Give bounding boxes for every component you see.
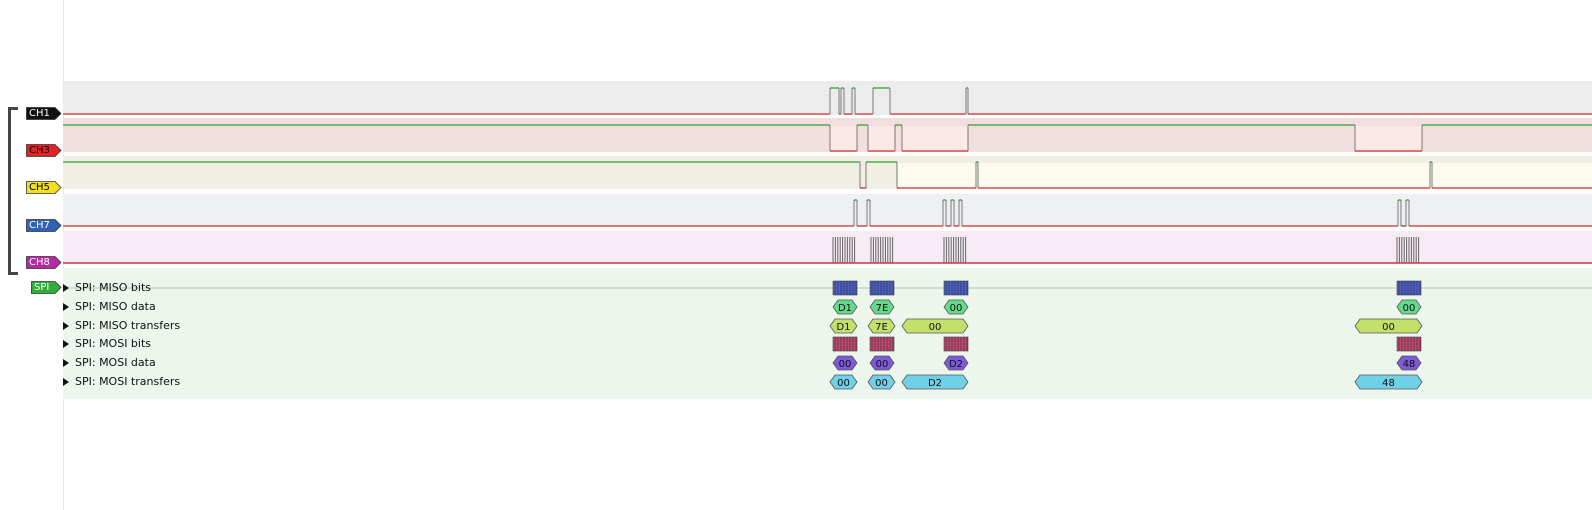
channel-tag-shape — [26, 107, 62, 120]
spi-annotation-text: 7E — [875, 322, 888, 333]
ch8-lane-background — [63, 231, 1592, 264]
channel-tag-shape — [26, 144, 62, 157]
spi-data-annotation[interactable] — [943, 299, 969, 315]
spi-annotation-text: 48 — [1403, 359, 1416, 370]
spi-bit-group[interactable] — [869, 280, 895, 296]
channel-tag-ch3[interactable]: CH3 — [26, 144, 64, 157]
channel-tag-ch8[interactable]: CH8 — [26, 256, 64, 269]
spi-bit-group[interactable] — [1396, 280, 1422, 296]
expand-triangle-icon[interactable] — [63, 322, 69, 330]
spi-transfer-annotation[interactable] — [867, 318, 896, 334]
spi-annotation-text: 00 — [1382, 322, 1395, 333]
spi-annotation-text: 00 — [929, 322, 942, 333]
spi-transfer-annotation[interactable] — [901, 374, 969, 390]
spi-data-annotation[interactable] — [832, 355, 858, 371]
channel-tag-label: CH3 — [29, 145, 50, 156]
spi-data-annotation[interactable] — [869, 299, 895, 315]
decoder-row[interactable]: SPI: MOSI transfers — [63, 373, 223, 391]
decoder-row-label: SPI: MOSI data — [75, 356, 156, 369]
spi-annotation-text: 00 — [875, 378, 888, 389]
spi-annotation-text: 00 — [837, 378, 850, 389]
expand-triangle-icon[interactable] — [63, 284, 69, 292]
expand-triangle-icon[interactable] — [63, 340, 69, 348]
spi-annotation-text: 00 — [950, 303, 963, 314]
spi-data-annotation[interactable] — [1396, 299, 1422, 315]
decoder-row-label: SPI: MISO transfers — [75, 319, 181, 332]
spi-transfer-annotation[interactable] — [829, 318, 858, 334]
channel-tag-label: CH1 — [29, 108, 50, 119]
spi-annotation-text: D2 — [949, 359, 963, 370]
spi-transfer-annotation[interactable] — [901, 318, 969, 334]
expand-triangle-icon[interactable] — [63, 303, 69, 311]
spi-annotation-text: D2 — [928, 378, 942, 389]
spi-bit-group[interactable] — [869, 336, 895, 352]
spi-transfer-annotation[interactable] — [867, 374, 896, 390]
decoder-row-label: SPI: MISO data — [75, 300, 156, 313]
spi-bit-group[interactable] — [943, 280, 969, 296]
ch3-active-region — [1355, 126, 1422, 151]
decoder-row[interactable]: SPI: MISO transfers — [63, 317, 223, 335]
decoder-row[interactable]: SPI: MOSI data — [63, 354, 223, 372]
spi-bit-group[interactable] — [832, 336, 858, 352]
decoder-row-label: SPI: MISO bits — [75, 281, 152, 294]
spi-bit-group[interactable] — [832, 280, 858, 296]
channel-group-bracket[interactable] — [8, 107, 18, 275]
spi-transfer-annotation[interactable] — [1354, 318, 1423, 334]
ch5-active-region — [897, 163, 1592, 188]
channel-tag-shape — [26, 219, 62, 232]
spi-data-annotation[interactable] — [869, 355, 895, 371]
decoder-tag-spi[interactable]: SPI — [31, 281, 64, 294]
spi-annotation-text: 00 — [839, 359, 852, 370]
channel-tag-label: CH7 — [29, 220, 50, 231]
spi-bit-group[interactable] — [943, 336, 969, 352]
spi-data-annotation[interactable] — [943, 355, 969, 371]
expand-triangle-icon[interactable] — [63, 378, 69, 386]
decoder-tag-shape — [31, 281, 62, 294]
decoder-row-label: SPI: MOSI bits — [75, 337, 152, 350]
spi-annotation-text: D1 — [836, 322, 850, 333]
ch3-active-region — [902, 126, 968, 151]
channel-tag-ch1[interactable]: CH1 — [26, 107, 64, 120]
channel-tag-shape — [26, 181, 62, 194]
spi-decoder-background — [63, 268, 1592, 399]
expand-triangle-icon[interactable] — [63, 359, 69, 367]
ch7-lane-background — [63, 194, 1592, 227]
decoder-row-label: SPI: MOSI transfers — [75, 375, 181, 388]
spi-data-annotation[interactable] — [832, 299, 858, 315]
spi-annotation-text: 00 — [1403, 303, 1416, 314]
channel-tag-ch7[interactable]: CH7 — [26, 219, 64, 232]
spi-transfer-annotation[interactable] — [1354, 374, 1423, 390]
decoder-row[interactable]: SPI: MOSI bits — [63, 335, 223, 353]
spi-transfer-annotation[interactable] — [829, 374, 858, 390]
spi-annotation-text: 00 — [876, 359, 889, 370]
spi-bit-group[interactable] — [1396, 336, 1422, 352]
decoder-tag-label: SPI — [34, 282, 50, 293]
channel-tag-ch5[interactable]: CH5 — [26, 181, 64, 194]
channel-tag-label: CH5 — [29, 182, 50, 193]
spi-annotation-text: 7E — [876, 303, 889, 314]
ch3-active-region — [868, 126, 895, 151]
channel-tag-label: CH8 — [29, 257, 50, 268]
ch1-lane-background — [63, 81, 1592, 115]
decoder-row[interactable]: SPI: MISO data — [63, 298, 223, 316]
spi-data-annotation[interactable] — [1396, 355, 1422, 371]
channel-tag-shape — [26, 256, 62, 269]
ch3-active-region — [830, 126, 857, 151]
decoder-row[interactable]: SPI: MISO bits — [63, 279, 223, 297]
ch3-lane-background — [63, 118, 1592, 152]
spi-annotation-text: D1 — [838, 303, 852, 314]
spi-annotation-text: 48 — [1382, 378, 1395, 389]
